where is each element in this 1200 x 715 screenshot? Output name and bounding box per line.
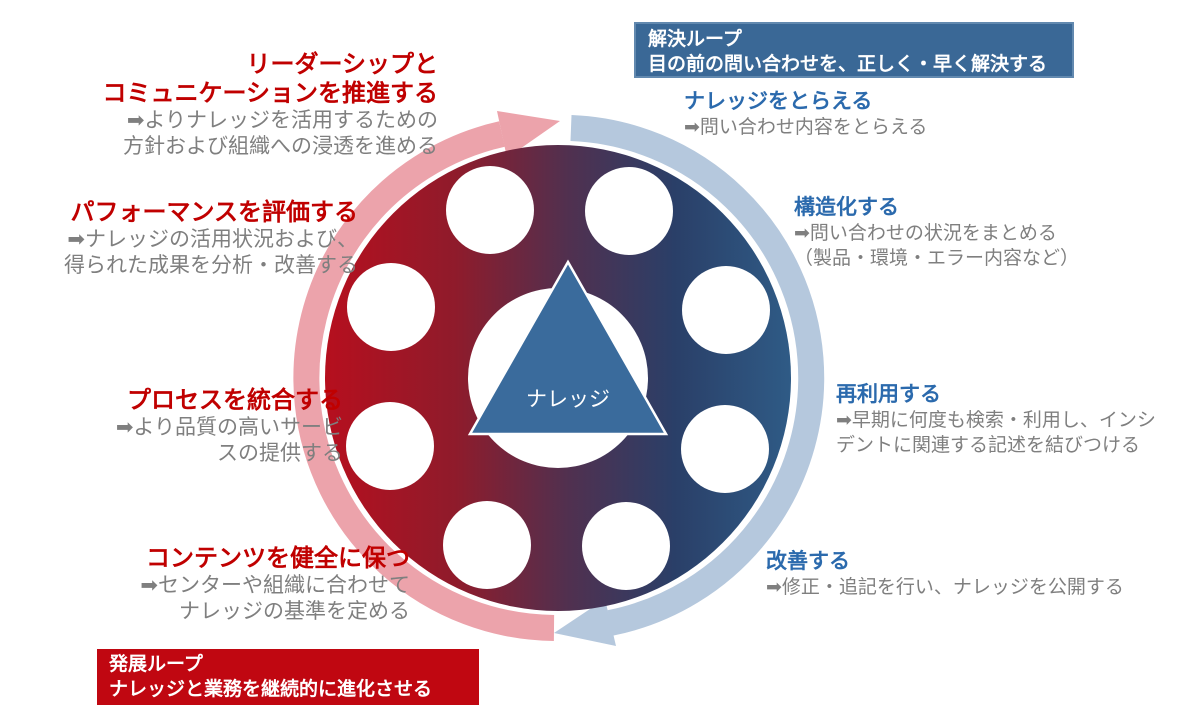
knowledge-triangle — [467, 259, 669, 436]
evolve-loop-arrow — [293, 121, 555, 641]
step-desc: ➡より品質の高いサービ — [115, 416, 343, 439]
solve-loop-box-title: 解決ループ — [648, 29, 742, 50]
step-desc: 方針および組織への浸透を進める — [123, 135, 438, 158]
center-label: ナレッジ — [526, 388, 610, 411]
evolve-loop-box-subtitle: ナレッジと業務を継続的に進化させる — [109, 679, 433, 700]
ring-hole — [346, 402, 434, 490]
step-desc: ➡問い合わせの状況をまとめる — [794, 223, 1057, 244]
step-desc: ➡早期に何度も検索・利用し、インシ — [836, 410, 1156, 431]
solve-loop-arrow-head-icon — [554, 599, 616, 646]
step-desc: （製品・環境・エラー内容など） — [794, 248, 1080, 269]
step-desc: ナレッジの基準を定める — [179, 600, 410, 623]
solve-step-reuse: 再利用する ➡早期に何度も検索・利用し、インシ デントに関連する記述を結びつける — [836, 381, 1156, 458]
step-desc: ➡センターや組織に合わせて — [140, 574, 410, 597]
evolve-step-process: プロセスを統合する ➡より品質の高いサービ スの提供する — [116, 386, 343, 467]
evolve-loop-box-title: 発展ループ — [109, 654, 203, 675]
step-desc: ➡問い合わせ内容をとらえる — [684, 117, 928, 138]
step-desc: スの提供する — [217, 442, 343, 465]
step-title: プロセスを統合する — [127, 387, 343, 414]
ring-hole — [446, 166, 534, 254]
solve-loop-arrow — [570, 115, 825, 636]
solve-step-capture: ナレッジをとらえる ➡問い合わせ内容をとらえる — [684, 88, 927, 140]
ring-hole — [585, 167, 673, 255]
step-title: ナレッジをとらえる — [684, 90, 873, 113]
evolve-step-performance: パフォーマンスを評価する ➡ナレッジの活用状況および、 得られた成果を分析・改善… — [64, 198, 358, 279]
step-title: 改善する — [766, 550, 850, 573]
ring-hole — [682, 266, 770, 354]
evolve-step-leadership: リーダーシップと コミュニケーションを推進する ➡よりナレッジを活用するための … — [102, 50, 438, 160]
step-desc: ➡修正・追記を行い、ナレッジを公開する — [766, 577, 1124, 598]
evolve-step-content-health: コンテンツを健全に保つ ➡センターや組織に合わせて ナレッジの基準を定める — [140, 544, 410, 625]
step-title: コミュニケーションを推進する — [102, 80, 438, 107]
evolve-loop-box: 発展ループ ナレッジと業務を継続的に進化させる — [97, 649, 479, 705]
solve-step-improve: 改善する ➡修正・追記を行い、ナレッジを公開する — [766, 548, 1124, 600]
step-title: リーダーシップと — [246, 51, 438, 78]
ring-hole — [443, 501, 531, 589]
evolve-loop-arrow-head-icon — [497, 111, 560, 158]
ring-hole — [681, 405, 769, 493]
solve-loop-box-subtitle: 目の前の問い合わせを、正しく・早く解決する — [648, 54, 1048, 75]
ring-hole — [582, 502, 670, 590]
solve-step-structure: 構造化する ➡問い合わせの状況をまとめる （製品・環境・エラー内容など） — [794, 194, 1079, 271]
step-desc: 得られた成果を分析・改善する — [64, 254, 358, 277]
step-desc: ➡よりナレッジを活用するための — [126, 109, 438, 132]
step-title: パフォーマンスを評価する — [70, 199, 358, 226]
solve-loop-box: 解決ループ 目の前の問い合わせを、正しく・早く解決する — [634, 22, 1074, 78]
step-title: 再利用する — [836, 383, 941, 406]
step-title: 構造化する — [794, 196, 899, 219]
step-desc: ➡ナレッジの活用状況および、 — [67, 228, 358, 251]
step-desc: デントに関連する記述を結びつける — [836, 435, 1141, 456]
ring-hole — [347, 263, 435, 351]
step-title: コンテンツを健全に保つ — [146, 545, 410, 572]
